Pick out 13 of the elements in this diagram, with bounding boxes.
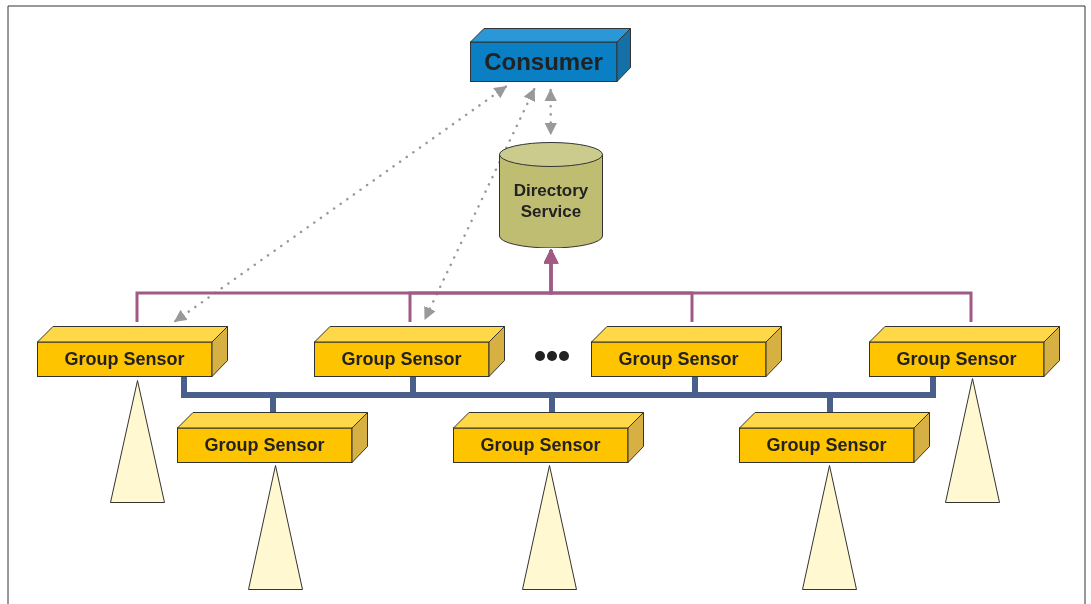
node-label: Consumer bbox=[484, 47, 603, 77]
arrow bbox=[173, 85, 508, 323]
node-label: Group Sensor bbox=[766, 434, 887, 457]
arrow bbox=[544, 88, 557, 136]
node-label: Group Sensor bbox=[896, 348, 1017, 371]
arrow bbox=[543, 248, 973, 322]
node-label: Group Sensor bbox=[204, 434, 325, 457]
node-label: Group Sensor bbox=[64, 348, 185, 371]
node-label: Group Sensor bbox=[480, 434, 601, 457]
arrow bbox=[423, 87, 536, 321]
node-label: Group Sensor bbox=[618, 348, 739, 371]
node-label: Group Sensor bbox=[341, 348, 462, 371]
node-label: Directory Service bbox=[512, 179, 590, 223]
